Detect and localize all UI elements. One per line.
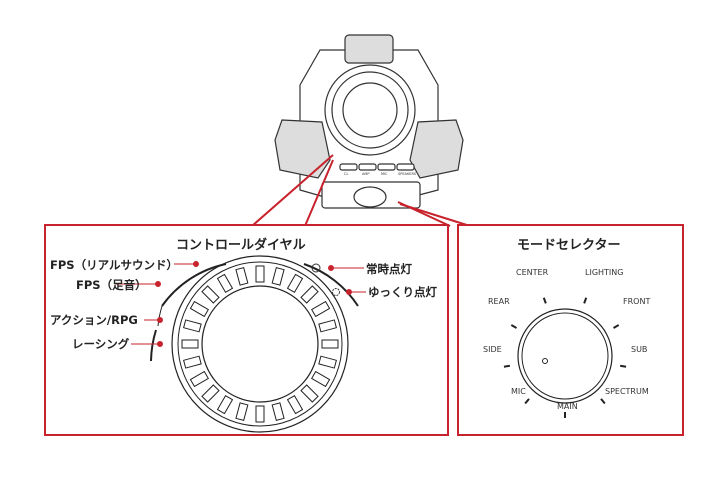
mode-tick — [503, 364, 511, 368]
light-label-slow-pulse: ゆっくり点灯 — [368, 285, 437, 299]
light-label-always-on: 常時点灯 — [366, 262, 412, 276]
dial-led-segment — [300, 285, 319, 304]
leader-lines — [251, 154, 471, 227]
dial-led-segment — [286, 273, 304, 293]
mode-label-action-rpg: アクション/RPG — [50, 313, 138, 327]
sun-icon — [311, 263, 321, 273]
dial-led-segment — [216, 273, 234, 293]
dial-led-segment — [183, 355, 202, 369]
control-dial-drawing — [116, 255, 366, 433]
mode-tick — [542, 297, 547, 304]
device-button-label: SPEAKERS — [398, 172, 417, 176]
device-mode-knob — [353, 186, 387, 208]
dial-led-segment — [235, 402, 249, 421]
mode-tick — [612, 324, 620, 329]
mode-selector-panel: モードセレクター CENTER LIGHTING FRONT SUB SPECT… — [457, 224, 684, 436]
dial-led-segment — [189, 300, 209, 318]
device-button-label: CL — [344, 172, 349, 176]
mode-position-main: MAIN — [557, 402, 578, 411]
device-button-label: MIC — [381, 172, 388, 176]
dial-led-segment — [318, 319, 337, 333]
dial-led-segment — [321, 339, 339, 349]
dial-led-segment — [311, 370, 331, 388]
mode-selector-title: モードセレクター — [517, 238, 621, 253]
indicator-dot — [542, 358, 548, 364]
dial-led-segment — [286, 395, 304, 415]
mode-position-mic: MIC — [511, 387, 526, 396]
dial-led-segment — [181, 339, 199, 349]
mode-position-center: CENTER — [516, 268, 549, 277]
dial-led-segment — [311, 300, 331, 318]
mode-label-fps-footsteps: FPS（足音） — [76, 278, 147, 292]
dial-led-segment — [271, 267, 285, 286]
dial-led-segment — [235, 267, 249, 286]
control-dial-title: コントロールダイヤル — [176, 238, 306, 253]
right-pad — [409, 119, 464, 179]
top-pad — [344, 34, 394, 64]
mode-tick — [619, 364, 627, 368]
control-dial-panel: コントロールダイヤル FPS（リアルサウンド） FPS（足音） アクション/RP… — [44, 224, 449, 436]
dial-led-segment — [255, 265, 265, 283]
mode-position-side: SIDE — [483, 345, 502, 354]
mode-label-racing: レーシング — [72, 337, 130, 351]
device-button-label: AMP — [362, 172, 370, 176]
dial-led-segment — [201, 384, 220, 403]
mode-position-front: FRONT — [623, 297, 651, 306]
dial-led-segment — [271, 402, 285, 421]
left-pad — [274, 119, 331, 179]
dial-led-segment — [318, 355, 337, 369]
dial-led-segment — [300, 384, 319, 403]
mode-position-lighting: LIGHTING — [585, 268, 624, 277]
mode-tick — [510, 324, 518, 329]
dial-led-segment — [183, 319, 202, 333]
mode-selector-drawing — [503, 297, 627, 418]
mode-tick — [600, 398, 606, 405]
dial-led-segment — [216, 395, 234, 415]
mode-position-spectrum: SPECTRUM — [605, 387, 649, 396]
dial-led-segment — [201, 285, 220, 304]
mode-position-rear: REAR — [488, 297, 510, 306]
mode-tick — [524, 398, 530, 405]
mode-label-fps-realsound: FPS（リアルサウンド） — [50, 258, 178, 272]
device-dial-center — [342, 82, 398, 138]
dial-led-segment — [255, 405, 265, 423]
dial-led-segment — [189, 370, 209, 388]
mode-tick — [583, 297, 588, 304]
mode-position-sub: SUB — [631, 345, 648, 354]
slow-light-icon — [332, 288, 340, 296]
